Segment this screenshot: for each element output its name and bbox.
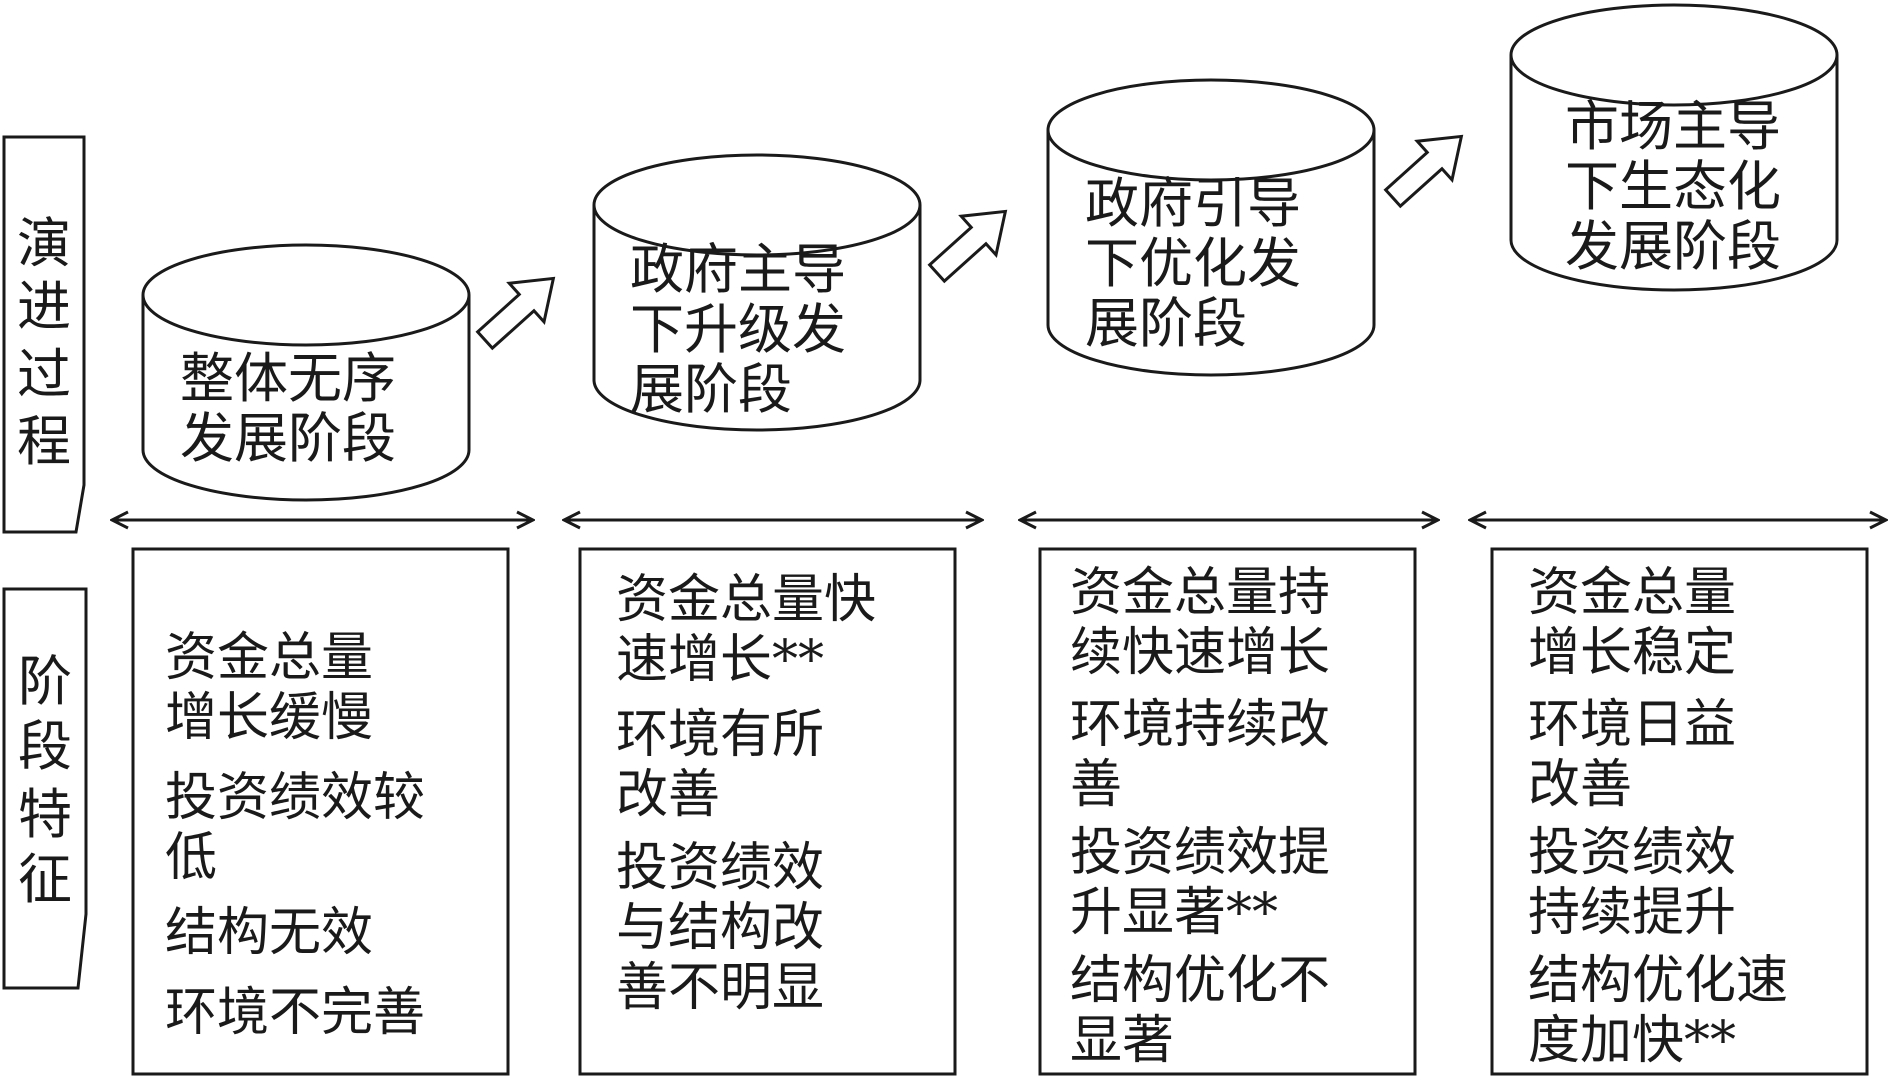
stage-title-line: 下升级发	[630, 298, 846, 361]
process-label-char: 进	[17, 275, 71, 338]
stage-title-line: 展阶段	[1085, 292, 1247, 355]
process-label-char: 过	[17, 343, 71, 406]
feature-line: 投资绩效提	[1070, 823, 1330, 883]
feature-line: 升显著**	[1070, 883, 1278, 943]
stage-cylinder-4: 市场主导 下生态化 发展阶段	[1509, 3, 1839, 292]
feature-line: 环境不完善	[165, 983, 425, 1043]
stage-title-line: 下生态化	[1565, 155, 1781, 218]
feature-line: 投资绩效	[1528, 823, 1736, 883]
feature-line: 改善	[1528, 755, 1632, 815]
process-label-char: 演	[17, 212, 71, 275]
stage-title-line: 市场主导	[1565, 95, 1781, 158]
features-label-char: 特	[18, 783, 72, 846]
features-label-char: 阶	[18, 650, 72, 713]
feature-line: 结构优化速	[1528, 951, 1788, 1011]
feature-line: 增长稳定	[1528, 623, 1736, 683]
stage-title-line: 发展阶段	[180, 407, 396, 470]
feature-line: 改善	[616, 765, 720, 825]
feature-line: 低	[165, 828, 217, 888]
stage-title-line: 展阶段	[630, 358, 792, 421]
stage-cylinder-2: 政府主导 下升级发 展阶段	[592, 153, 922, 432]
transition-arrow-3	[1383, 134, 1464, 209]
feature-line: 善不明显	[616, 958, 824, 1018]
feature-line: 续快速增长	[1070, 623, 1330, 683]
feature-box-4: 资金总量 增长稳定 环境日益 改善 投资绩效 持续提升 结构优化速 度加快**	[1490, 547, 1869, 1076]
feature-line: 显著	[1070, 1011, 1174, 1071]
feature-line: 投资绩效	[616, 838, 824, 898]
stage-title-line: 政府主导	[630, 238, 846, 301]
feature-line: 结构优化不	[1070, 951, 1330, 1011]
feature-line: 善	[1070, 755, 1122, 815]
feature-line: 投资绩效较	[165, 768, 425, 828]
stage-cylinder-1: 整体无序 发展阶段	[141, 243, 471, 502]
stage-cylinder-3: 政府引导 下优化发 展阶段	[1046, 78, 1376, 377]
feature-box-2: 资金总量快 速增长** 环境有所 改善 投资绩效 与结构改 善不明显	[578, 547, 957, 1076]
stage-title-line: 发展阶段	[1565, 215, 1781, 278]
stage-title-line: 整体无序	[180, 347, 396, 410]
feature-box-1: 资金总量 增长缓慢 投资绩效较 低 结构无效 环境不完善	[131, 547, 510, 1076]
feature-line: 与结构改	[616, 898, 824, 958]
transition-arrow-2	[927, 209, 1008, 284]
features-label-box: 阶 段 特 征	[2, 587, 88, 990]
feature-line: 资金总量	[165, 628, 373, 688]
transition-arrow-1	[475, 276, 556, 351]
feature-line: 增长缓慢	[165, 688, 373, 748]
feature-line: 环境有所	[616, 705, 824, 765]
feature-line: 资金总量快	[616, 570, 876, 630]
feature-line: 资金总量	[1528, 563, 1736, 623]
features-label-char: 征	[18, 848, 72, 911]
features-label-char: 段	[18, 715, 72, 778]
process-label-box: 演 进 过 程	[2, 135, 86, 534]
feature-line: 资金总量持	[1070, 563, 1330, 623]
feature-line: 结构无效	[165, 903, 373, 963]
feature-line: 持续提升	[1528, 883, 1736, 943]
stage-title-line: 下优化发	[1085, 232, 1301, 295]
feature-line: 度加快**	[1528, 1011, 1736, 1071]
feature-line: 速增长**	[616, 630, 824, 690]
process-label-char: 程	[17, 410, 71, 473]
feature-box-3: 资金总量持 续快速增长 环境持续改 善 投资绩效提 升显著** 结构优化不 显著	[1038, 547, 1417, 1076]
feature-line: 环境持续改	[1070, 695, 1330, 755]
stage-title-line: 政府引导	[1085, 172, 1301, 235]
feature-line: 环境日益	[1528, 695, 1736, 755]
